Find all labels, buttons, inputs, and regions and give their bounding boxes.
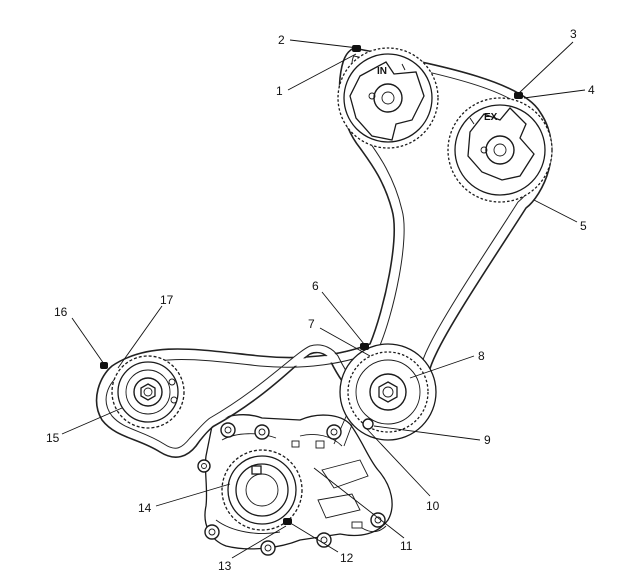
timing-chain (95, 47, 553, 458)
callout-6: 6 (312, 279, 319, 293)
callout-8: 8 (478, 349, 485, 363)
callout-numbers: 1 2 3 4 5 6 7 8 9 10 11 12 13 14 15 16 1… (46, 27, 595, 573)
callout-3: 3 (570, 27, 577, 41)
callout-5: 5 (580, 219, 587, 233)
timing-mark-links (100, 45, 523, 525)
callout-13: 13 (218, 559, 232, 573)
callout-7: 7 (308, 317, 315, 331)
callout-15: 15 (46, 431, 60, 445)
exhaust-sprocket-label: EX (484, 112, 498, 123)
idler-sprocket (339, 343, 437, 441)
callout-9: 9 (484, 433, 491, 447)
callout-10: 10 (426, 499, 440, 513)
intake-sprocket-label: IN (377, 66, 387, 77)
callout-4: 4 (588, 83, 595, 97)
callout-leaders (61, 39, 586, 559)
intake-camshaft-sprocket: IN (337, 47, 439, 149)
exhaust-camshaft-sprocket: EX (447, 97, 553, 203)
callout-11: 11 (400, 539, 413, 553)
callout-14: 14 (138, 501, 152, 515)
callout-2: 2 (278, 33, 285, 47)
left-sprocket (111, 355, 185, 429)
callout-17: 17 (160, 293, 174, 307)
callout-12: 12 (340, 551, 354, 565)
callout-16: 16 (54, 305, 68, 319)
crankshaft-sprocket (221, 449, 303, 531)
callout-1: 1 (276, 84, 283, 98)
